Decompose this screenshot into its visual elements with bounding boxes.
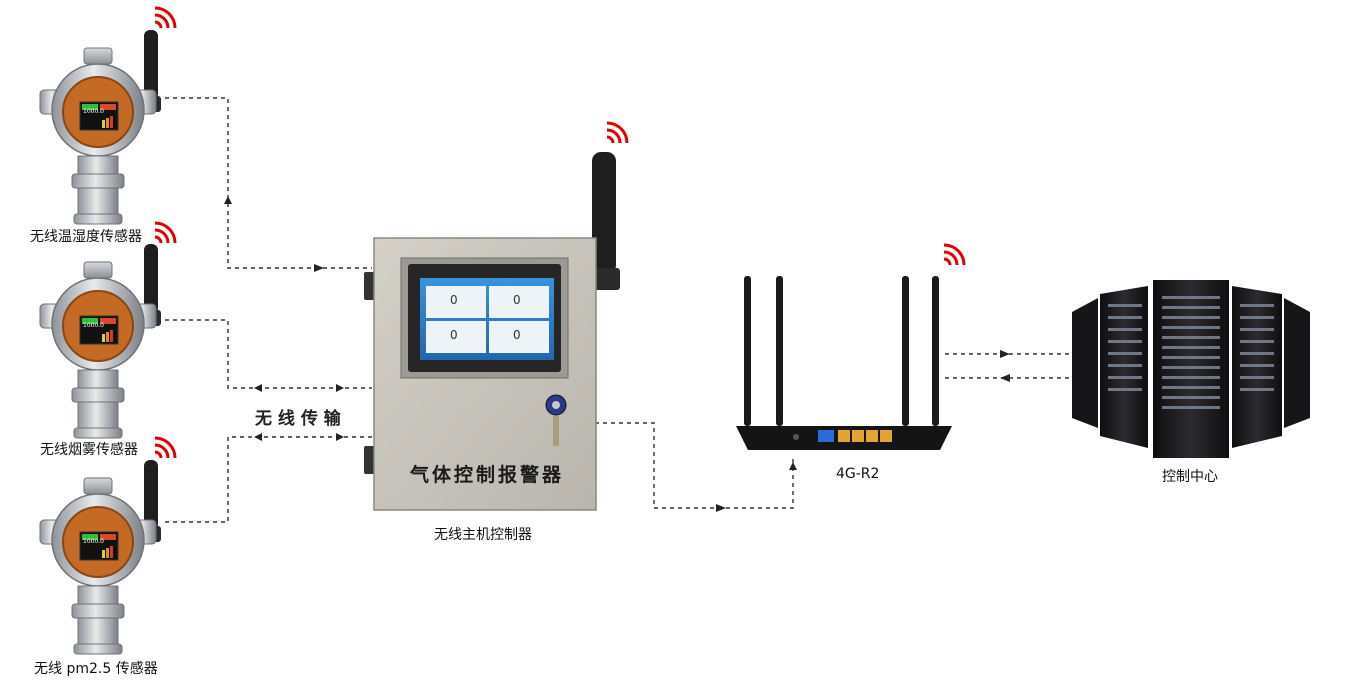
link-controller-router	[595, 422, 794, 509]
router-caption: 4G-R2	[836, 466, 880, 482]
link-sensor-3	[165, 436, 372, 523]
controller-unit	[364, 152, 620, 511]
sensor-3-label: 无线 pm2.5 传感器	[34, 661, 158, 677]
sensor-2	[39, 243, 162, 439]
sensor-2-signal-icon	[153, 221, 177, 245]
controller-screen-value-1: 0	[450, 293, 458, 307]
arrowheads	[224, 196, 1010, 512]
wireless-transmission-label: 无 线 传 输	[255, 409, 341, 429]
link-sensor-1	[165, 97, 372, 269]
link-sensor-2	[165, 319, 372, 389]
sensor-1-screen-value: 1000.0	[83, 108, 104, 115]
sensor-3-screen-value: 1000.0	[83, 538, 104, 545]
sensor-3-signal-icon	[153, 436, 177, 460]
server-rack-group	[1072, 280, 1310, 458]
sensor-2-label: 无线烟雾传感器	[40, 442, 138, 458]
controller-caption: 无线主机控制器	[434, 527, 532, 543]
server-caption: 控制中心	[1162, 469, 1218, 485]
sensor-1	[39, 29, 162, 225]
router-device	[736, 276, 952, 450]
sensor-3	[39, 459, 162, 655]
sensor-2-screen-value: 1000.0	[83, 322, 104, 329]
connection-lines	[165, 97, 1072, 523]
controller-screen-value-3: 0	[450, 328, 458, 342]
router-signal-icon	[942, 243, 966, 267]
sensor-1-signal-icon	[153, 6, 177, 30]
controller-screen-value-2: 0	[513, 293, 521, 307]
sensor-1-label: 无线温湿度传感器	[30, 229, 142, 245]
controller-signal-icon	[605, 121, 629, 145]
controller-panel-text: 气体控制报警器	[410, 464, 565, 486]
controller-screen-value-4: 0	[513, 328, 521, 342]
